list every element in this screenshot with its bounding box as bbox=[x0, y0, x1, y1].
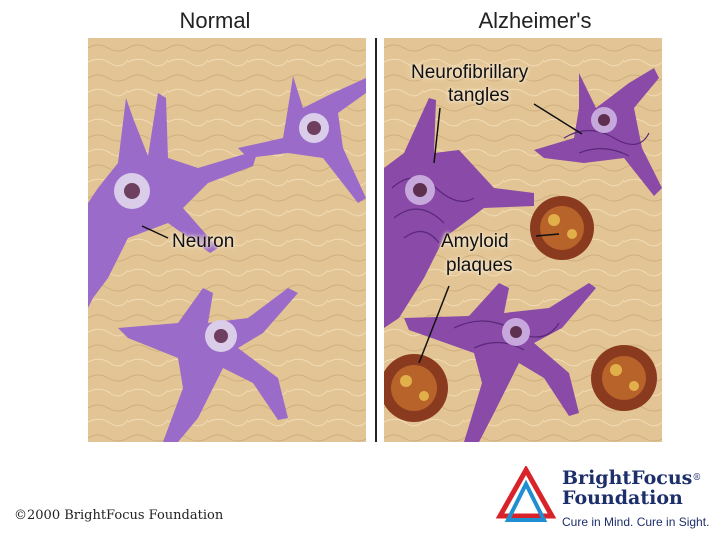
neuron-label: Neuron bbox=[172, 231, 234, 253]
alzheimers-brain-tissue-illustration bbox=[384, 38, 662, 442]
logo-name: BrightFocus® Foundation bbox=[562, 468, 701, 508]
logo-name-line1: BrightFocus bbox=[562, 467, 692, 489]
triangle-logo-icon bbox=[496, 466, 556, 524]
alzheimers-panel-title: Alzheimer's bbox=[400, 8, 670, 34]
amyloid-plaque bbox=[530, 196, 594, 260]
logo-name-line2: Foundation bbox=[562, 487, 683, 509]
registered-mark: ® bbox=[692, 473, 701, 483]
tangles-label-line2: tangles bbox=[448, 85, 509, 107]
logo-tagline: Cure in Mind. Cure in Sight. bbox=[562, 515, 709, 529]
panel-divider bbox=[375, 38, 377, 442]
brightfocus-logo: BrightFocus® Foundation Cure in Mind. Cu… bbox=[496, 464, 726, 534]
copyright-notice: ©2000 BrightFocus Foundation bbox=[14, 508, 223, 523]
amyloid-plaque bbox=[591, 345, 657, 411]
normal-panel-title: Normal bbox=[80, 8, 350, 34]
tangles-label-line1: Neurofibrillary bbox=[411, 62, 528, 84]
plaques-label-line1: Amyloid bbox=[441, 231, 509, 253]
plaques-label-line2: plaques bbox=[446, 255, 513, 277]
